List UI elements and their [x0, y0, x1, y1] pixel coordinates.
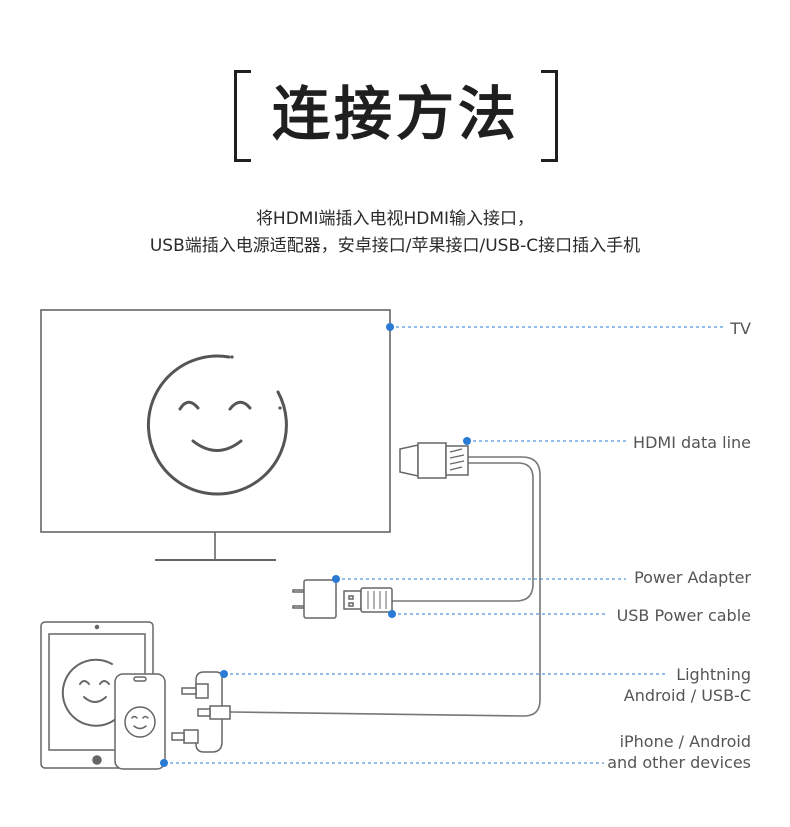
- callout-dots: [160, 323, 471, 767]
- phone-icon: [114, 673, 166, 770]
- title-bracket-left: [234, 70, 251, 162]
- hdmi-connector-icon: [399, 442, 469, 479]
- label-power-adapter: Power Adapter: [634, 568, 751, 587]
- cable-lines: [231, 456, 541, 717]
- label-tv: TV: [730, 319, 751, 338]
- title-bracket-right: [541, 70, 558, 162]
- subtitle-line-1: 将HDMI端插入电视HDMI输入接口，: [255, 209, 535, 229]
- usb-plug-icon: [343, 587, 393, 613]
- title-frame: 连接方法: [234, 70, 558, 162]
- callout-leaders: [164, 326, 723, 764]
- label-usb-power-cable: USB Power cable: [616, 606, 751, 625]
- label-other-devices: and other devices: [607, 753, 751, 772]
- label-lightning: Lightning: [676, 665, 751, 684]
- phone-smiley-icon: [124, 706, 156, 738]
- label-android-usbc: Android / USB-C: [623, 686, 751, 705]
- subtitle-line-2: USB端插入电源适配器，安卓接口/苹果接口/USB-C接口插入手机: [149, 236, 641, 256]
- label-hdmi-data-line: HDMI data line: [633, 433, 751, 452]
- power-adapter-icon: [292, 579, 337, 619]
- splitter-connector-icon: [171, 671, 233, 753]
- tv-icon: [40, 309, 391, 561]
- smiley-face-icon: [146, 354, 288, 496]
- page-title: 连接方法: [271, 80, 520, 148]
- label-iphone-android: iPhone / Android: [619, 732, 751, 751]
